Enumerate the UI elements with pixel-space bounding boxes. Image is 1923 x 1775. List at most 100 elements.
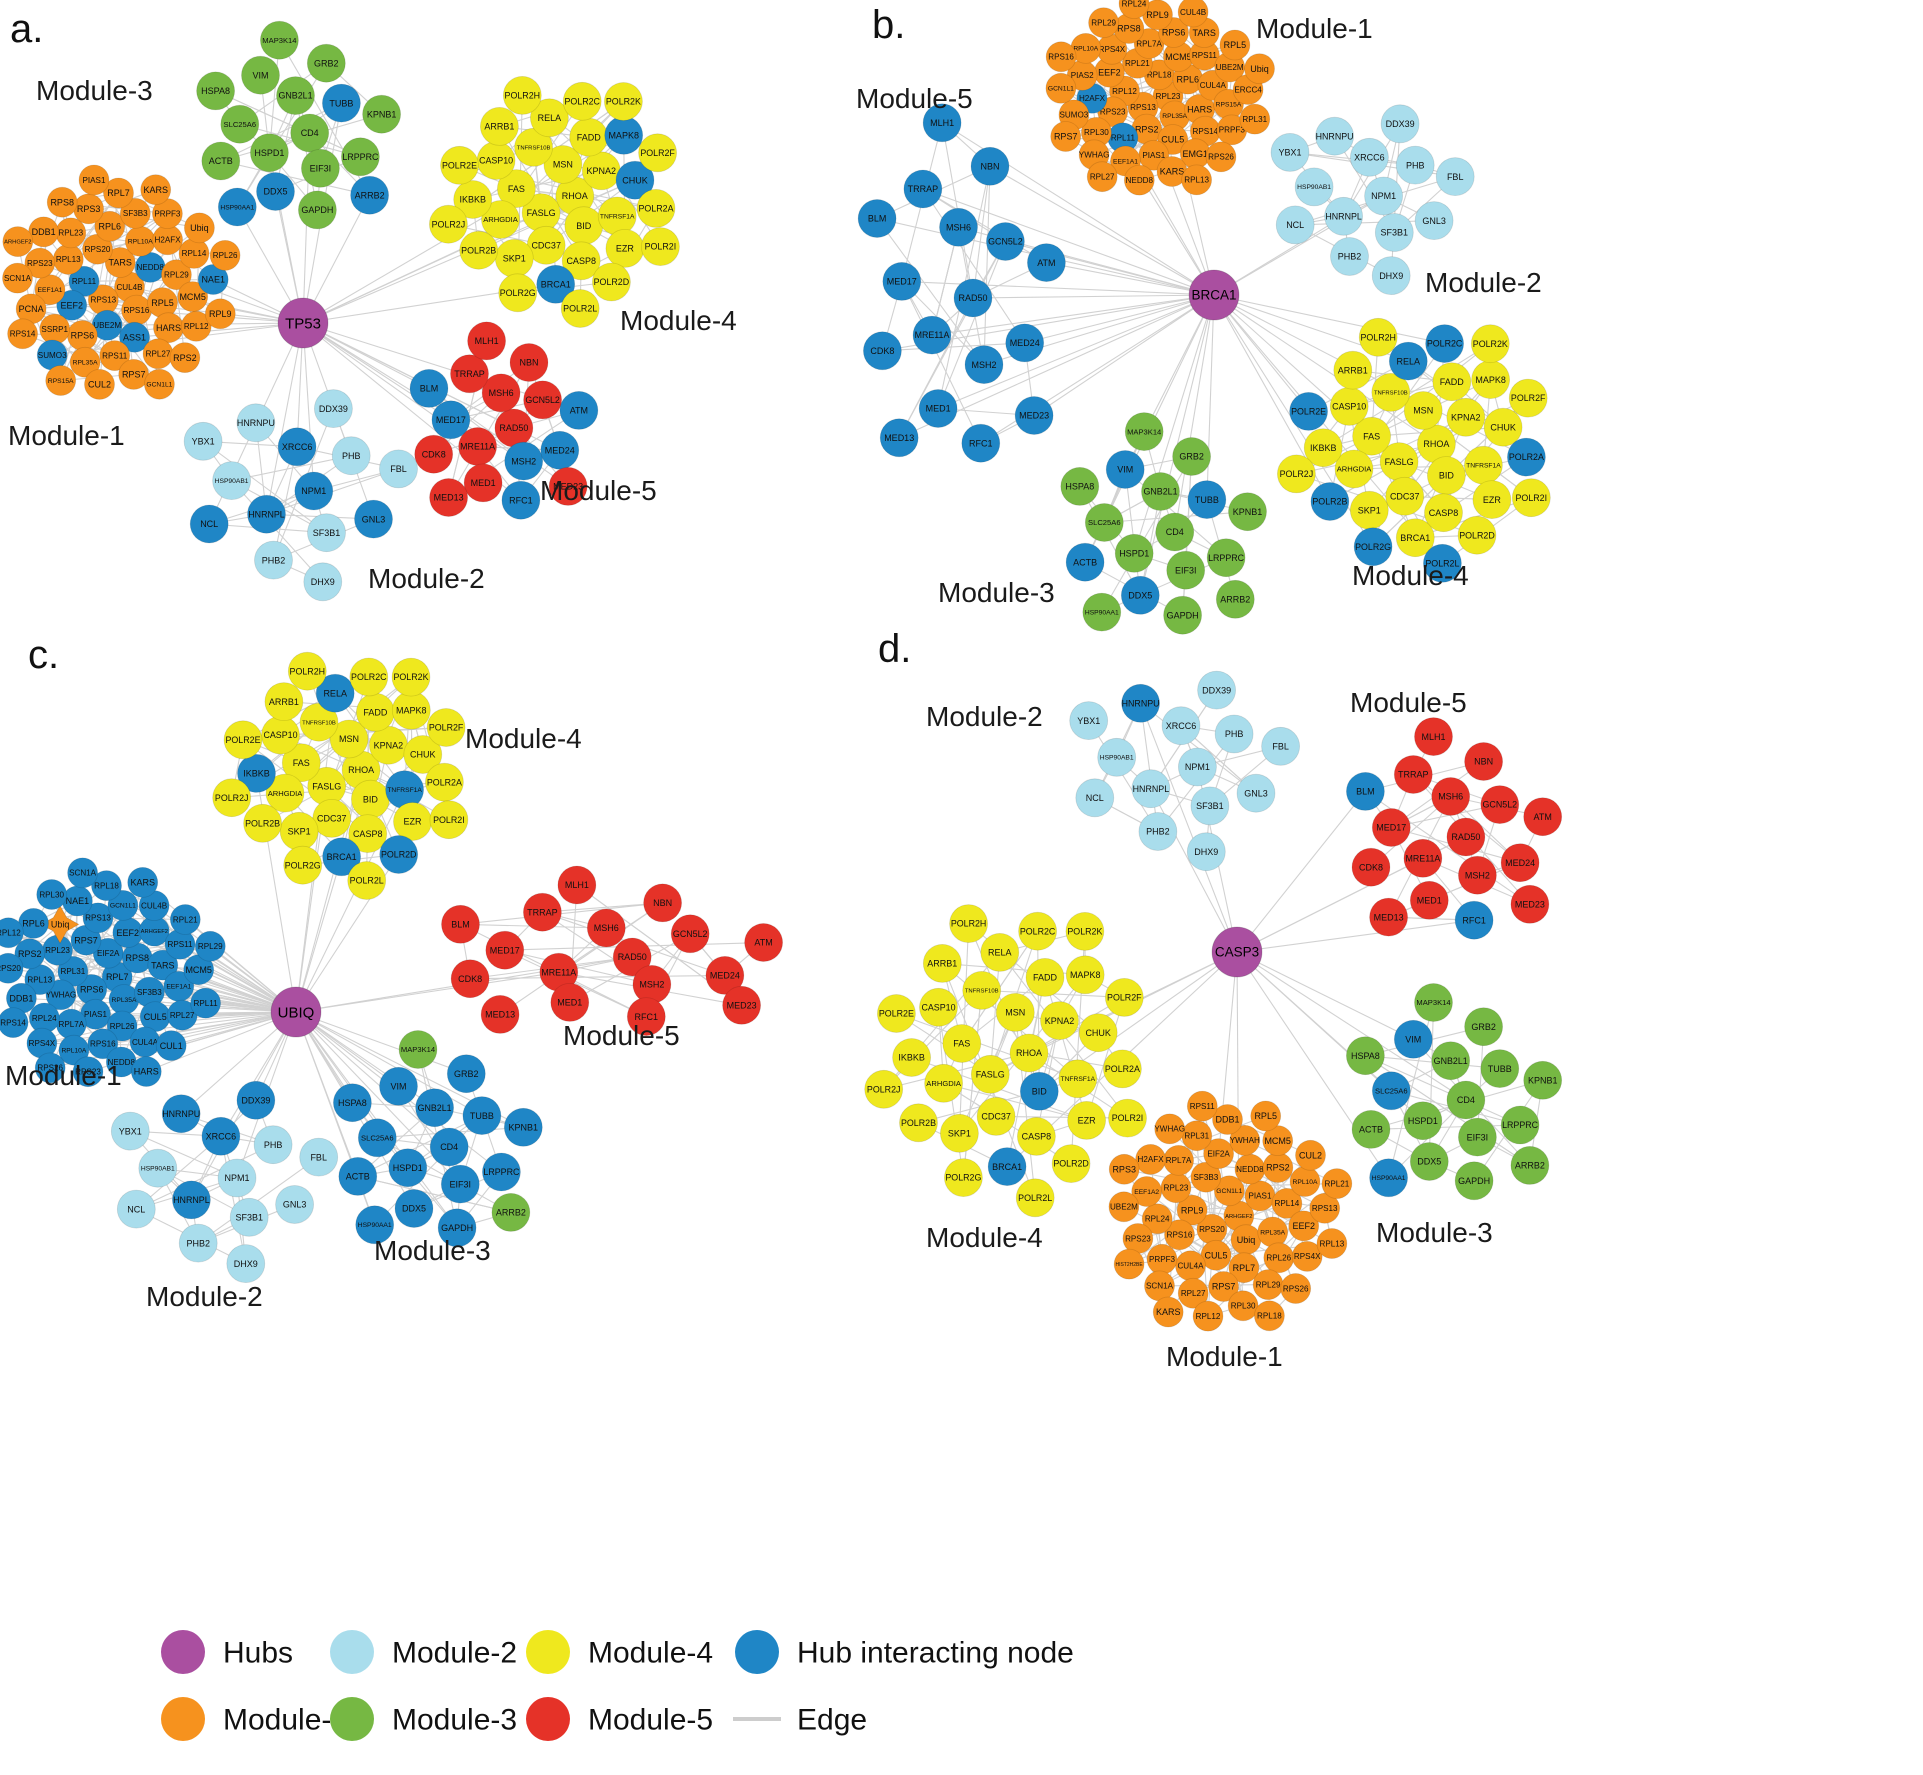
svg-text:CUL4A: CUL4A [1177,1262,1204,1271]
network-node: BRCA1 [536,264,576,304]
network-node: RPL23 [42,934,73,966]
network-node: KPNB1 [503,1107,543,1147]
svg-text:GNL3: GNL3 [1422,216,1446,226]
svg-text:RPL27: RPL27 [1181,1289,1206,1298]
network-node: TRRAP [450,354,489,394]
svg-text:MED17: MED17 [490,945,520,955]
network-node: RPS16 [87,1028,119,1060]
svg-text:CASP10: CASP10 [921,1002,955,1012]
svg-text:SLC25A6: SLC25A6 [224,120,257,129]
network-node: RPL13 [1181,164,1212,196]
svg-text:VIM: VIM [1405,1034,1421,1044]
network-node: BLM [441,904,480,944]
svg-text:DDX39: DDX39 [319,404,348,414]
svg-text:BRCA1: BRCA1 [327,852,357,862]
network-node: MAP3K14 [1414,983,1453,1022]
svg-text:POLR2F: POLR2F [1511,393,1546,403]
svg-text:RPL24: RPL24 [1145,1215,1170,1224]
panel-d-module-1: ARHGEF2RPS20GCN1L1UbiqRPL9PIAS1CUL5SF3B3… [1108,1090,1353,1332]
svg-text:SLC25A6: SLC25A6 [361,1133,394,1142]
svg-text:CDC37: CDC37 [531,240,561,250]
network-node: MED13 [480,995,520,1034]
network-node: RPS2 [1262,1152,1294,1183]
network-node: Ubiq [40,904,80,944]
svg-text:ARHGDIA: ARHGDIA [483,215,519,224]
svg-text:MED24: MED24 [1010,338,1040,348]
network-node: HSPD1 [1114,533,1154,573]
svg-text:SF3B3: SF3B3 [137,988,162,997]
svg-text:ARRB2: ARRB2 [355,190,385,200]
network-node: RPS20 [0,952,24,984]
svg-text:POLR2I: POLR2I [1516,493,1548,503]
network-node: MED17 [485,930,525,970]
network-node: MED13 [879,418,919,458]
svg-text:GAPDH: GAPDH [441,1223,473,1233]
network-node: EEF2 [112,917,144,948]
network-node: POLR2H [502,76,542,115]
svg-text:CUL2: CUL2 [1299,1150,1322,1160]
network-node: RAD50 [494,408,534,448]
svg-text:CUL2: CUL2 [88,380,111,390]
network-node: POLR2L [560,289,600,328]
panel-c-module-1: RPL7RPS6EIF2ARPL35ARPL31RPS8PIAS1RPS7SF3… [0,857,226,1088]
network-node: POLR2G [1353,527,1393,567]
network-node: POLR2K [1470,324,1510,364]
network-node: HSPD1 [249,133,289,173]
network-node: MED24 [705,956,745,995]
svg-text:CUL5: CUL5 [144,1012,167,1022]
network-node: HSP90AB1 [1097,737,1137,777]
network-node: MCM5 [1262,1125,1294,1156]
network-node: XRCC6 [1350,137,1389,177]
svg-text:RPL27: RPL27 [170,1011,195,1020]
svg-text:HSPA8: HSPA8 [1351,1051,1380,1061]
svg-text:RPS15A: RPS15A [48,378,74,385]
svg-text:BLM: BLM [420,384,439,394]
network-node: NCL [1075,778,1115,818]
network-node: RPS8 [46,186,78,218]
svg-text:POLR2C: POLR2C [351,672,387,682]
panel-a: CUL4BRPS13TARSRPS16RPL11NEDD8UBE2MRPS20R… [2,7,737,602]
network-node: DHX9 [1371,256,1411,296]
svg-text:GNL3: GNL3 [1244,788,1268,798]
svg-text:ATM: ATM [1534,812,1552,822]
network-node: ARRB2 [1215,579,1255,619]
svg-text:FAS: FAS [953,1039,970,1049]
network-node: ARRB1 [1333,350,1373,390]
panel-d-module-2: NPM1HNRNPLXRCC6SF3B1HSP90AB1PHBPHB2HNRNP… [1069,670,1300,872]
svg-text:POLR2B: POLR2B [1312,497,1347,507]
svg-text:MCM5: MCM5 [179,292,206,302]
svg-text:CUL5: CUL5 [1204,1250,1227,1260]
svg-text:HSPD1: HSPD1 [254,148,284,158]
network-node: SLC25A6 [1084,503,1124,542]
network-node: TNFRSF10B [514,127,553,167]
network-node: TUBB [1187,480,1227,520]
network-node: RPL23 [1160,1172,1192,1204]
module-4-swatch-icon [526,1630,570,1674]
svg-text:POLR2B: POLR2B [245,818,280,828]
svg-text:POLR2A: POLR2A [638,204,673,214]
svg-text:HNRNPU: HNRNPU [1122,698,1160,708]
svg-text:GCN1L1: GCN1L1 [110,903,136,910]
svg-text:YWHAG: YWHAG [46,991,77,1000]
svg-text:CHUK: CHUK [1085,1028,1111,1038]
svg-text:GNB2L1: GNB2L1 [1143,487,1177,497]
svg-text:ATM: ATM [1037,258,1055,268]
svg-text:MED1: MED1 [557,998,582,1008]
network-node: GNB2L1 [1431,1041,1471,1081]
svg-text:TRRAP: TRRAP [454,369,485,379]
network-node: KPNA2 [1040,1001,1079,1040]
svg-text:SF3B1: SF3B1 [1381,228,1409,238]
svg-text:ARHGEF2: ARHGEF2 [1225,1214,1252,1220]
svg-text:FAS: FAS [293,758,310,768]
svg-text:MED23: MED23 [1019,411,1049,421]
network-node: EEF2 [56,289,88,321]
network-node: POLR2F [426,708,466,747]
network-node: POLR2K [1065,912,1105,951]
network-node: BRCA1 [322,837,362,877]
network-node: RELA [980,933,1020,972]
svg-text:POLR2I: POLR2I [645,242,677,252]
network-node: RPL21 [169,904,201,935]
svg-text:BID: BID [363,794,379,804]
hub-node-ubiq: UBIQ [270,986,322,1038]
svg-text:ATM: ATM [570,406,588,416]
